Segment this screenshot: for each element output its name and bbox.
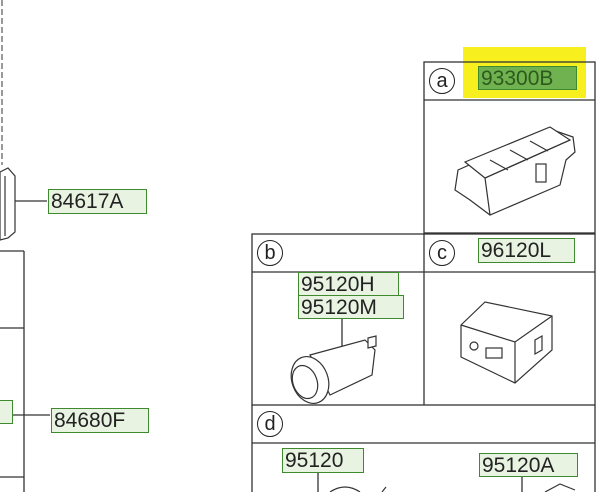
part-label-95120A[interactable]: 95120A	[479, 453, 578, 477]
part-label-95120[interactable]: 95120	[282, 448, 364, 473]
part-84617A-drawing	[0, 167, 16, 241]
part-93300B-drawing	[454, 126, 576, 216]
part-label-partial[interactable]	[0, 400, 13, 424]
part-95120H-drawing	[290, 335, 377, 404]
part-label-95120M[interactable]: 95120M	[298, 295, 404, 319]
callout-c: c	[429, 240, 455, 266]
box-a	[423, 61, 596, 234]
callout-b: b	[257, 240, 283, 266]
part-label-96120L[interactable]: 96120L	[478, 238, 575, 263]
callout-d: d	[257, 411, 283, 437]
part-label-95120H[interactable]: 95120H	[298, 272, 399, 296]
part-96120L-drawing	[460, 301, 553, 384]
callout-a: a	[429, 68, 455, 94]
part-label-84617A[interactable]: 84617A	[48, 189, 147, 214]
part-label-84680F[interactable]: 84680F	[51, 408, 149, 433]
part-label-93300B[interactable]: 93300B	[478, 66, 577, 90]
